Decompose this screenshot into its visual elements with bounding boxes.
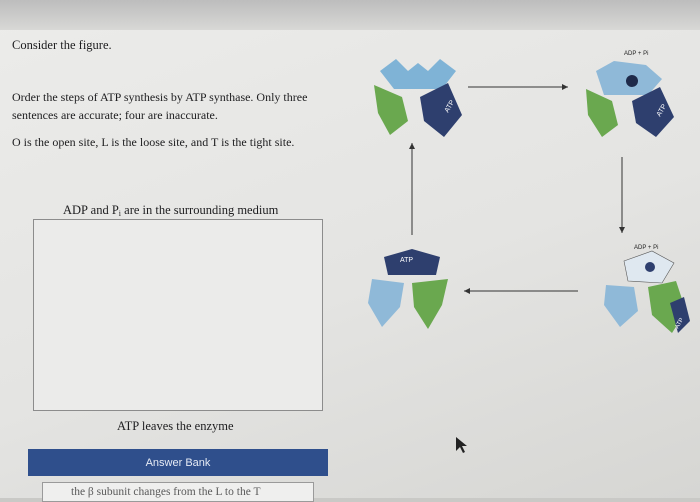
enzyme-top-left: ATP xyxy=(374,59,462,137)
question-intro: Consider the figure. xyxy=(12,38,112,52)
browser-top-bar xyxy=(0,0,700,30)
open-site-subunit xyxy=(380,59,456,89)
open-site-subunit xyxy=(368,279,404,327)
tight-site-subunit xyxy=(632,87,674,137)
last-step-label: ATP leaves the enzyme xyxy=(117,419,234,433)
mouse-cursor-icon xyxy=(456,437,467,453)
answer-drop-zone[interactable] xyxy=(33,219,323,411)
green-subunit xyxy=(374,85,408,135)
tight-site-subunit xyxy=(670,297,690,333)
enzyme-top-right: ADP + Pi ATP xyxy=(586,51,674,137)
adp-pi-label: ADP + Pi xyxy=(634,245,658,251)
first-step-text: ADP and P xyxy=(63,203,119,217)
tight-site-subunit xyxy=(384,249,440,275)
enzyme-bottom-right: ADP + Pi ATP xyxy=(604,245,690,333)
atp-label: ATP xyxy=(675,317,686,330)
bound-adp-site xyxy=(626,75,638,87)
bound-adp-site xyxy=(645,262,655,272)
answer-bank-item[interactable]: the β subunit changes from the L to the … xyxy=(42,482,314,502)
atp-label: ATP xyxy=(400,257,413,264)
answer-bank-header: Answer Bank xyxy=(28,449,328,476)
question-instruction-line2: sentences are accurate; four are inaccur… xyxy=(12,108,218,122)
question-instruction-line1: Order the steps of ATP synthesis by ATP … xyxy=(12,90,308,104)
green-subunit xyxy=(586,89,618,137)
first-step-label: ADP and Pi are in the surrounding medium xyxy=(63,203,278,218)
first-step-text-end: are in the surrounding medium xyxy=(121,203,279,217)
adp-pi-label: ADP + Pi xyxy=(624,51,648,57)
atp-synthase-figure: ATP ADP + Pi ATP ATP ADP + Pi ATP xyxy=(368,51,690,333)
tight-site-subunit xyxy=(420,83,462,137)
green-subunit xyxy=(412,279,448,329)
open-site-subunit xyxy=(604,285,638,327)
site-definition: O is the open site, L is the loose site,… xyxy=(12,135,295,149)
enzyme-bottom-left: ATP xyxy=(368,249,448,329)
first-step-subscript: i xyxy=(118,209,122,218)
